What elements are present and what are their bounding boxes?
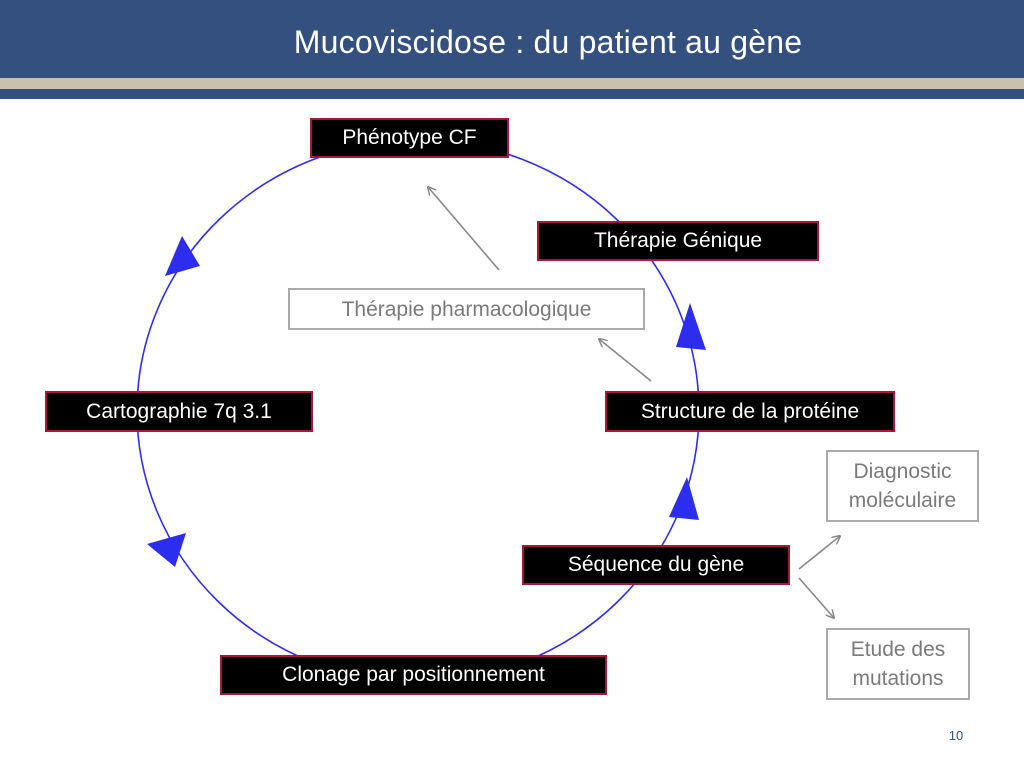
etude-line-2: mutations xyxy=(852,667,944,690)
page-number: 10 xyxy=(948,728,964,743)
node-therapie-genique: Thérapie Génique xyxy=(537,221,819,261)
cycle-arrowhead-left-lower xyxy=(147,533,186,567)
node-therapie-pharmacologique: Thérapie pharmacologique xyxy=(288,288,645,330)
header-band-tan xyxy=(0,78,1024,89)
node-clonage: Clonage par positionnement xyxy=(220,655,607,695)
diagnostic-line-2: moléculaire xyxy=(848,489,957,512)
node-phenotype: Phénotype CF xyxy=(310,118,509,158)
header-band-blue xyxy=(0,89,1024,99)
cycle-arrowhead-right-lower xyxy=(669,477,699,520)
slide-header xyxy=(0,0,1024,78)
arrow-to-therapie-pharmacologique xyxy=(599,339,652,382)
cycle-arrowhead-left-upper xyxy=(165,236,200,276)
node-cartographie: Cartographie 7q 3.1 xyxy=(45,391,313,432)
node-sequence-gene: Séquence du gène xyxy=(522,545,790,585)
cycle-arrowhead-right-upper xyxy=(676,303,706,350)
diagnostic-line-1: Diagnostic xyxy=(853,460,952,483)
arrow-to-diagnostic xyxy=(798,536,840,570)
etude-line-1: Etude des xyxy=(850,638,946,661)
node-diagnostic-moleculaire: Diagnostic moléculaire xyxy=(826,450,979,522)
arrow-to-etude-mutations xyxy=(798,577,834,618)
node-etude-mutations: Etude des mutations xyxy=(826,628,970,700)
node-structure-proteine: Structure de la protéine xyxy=(605,391,895,432)
arrow-to-phenotype xyxy=(428,187,500,271)
slide-title: Mucoviscidose : du patient au gène xyxy=(293,24,803,60)
